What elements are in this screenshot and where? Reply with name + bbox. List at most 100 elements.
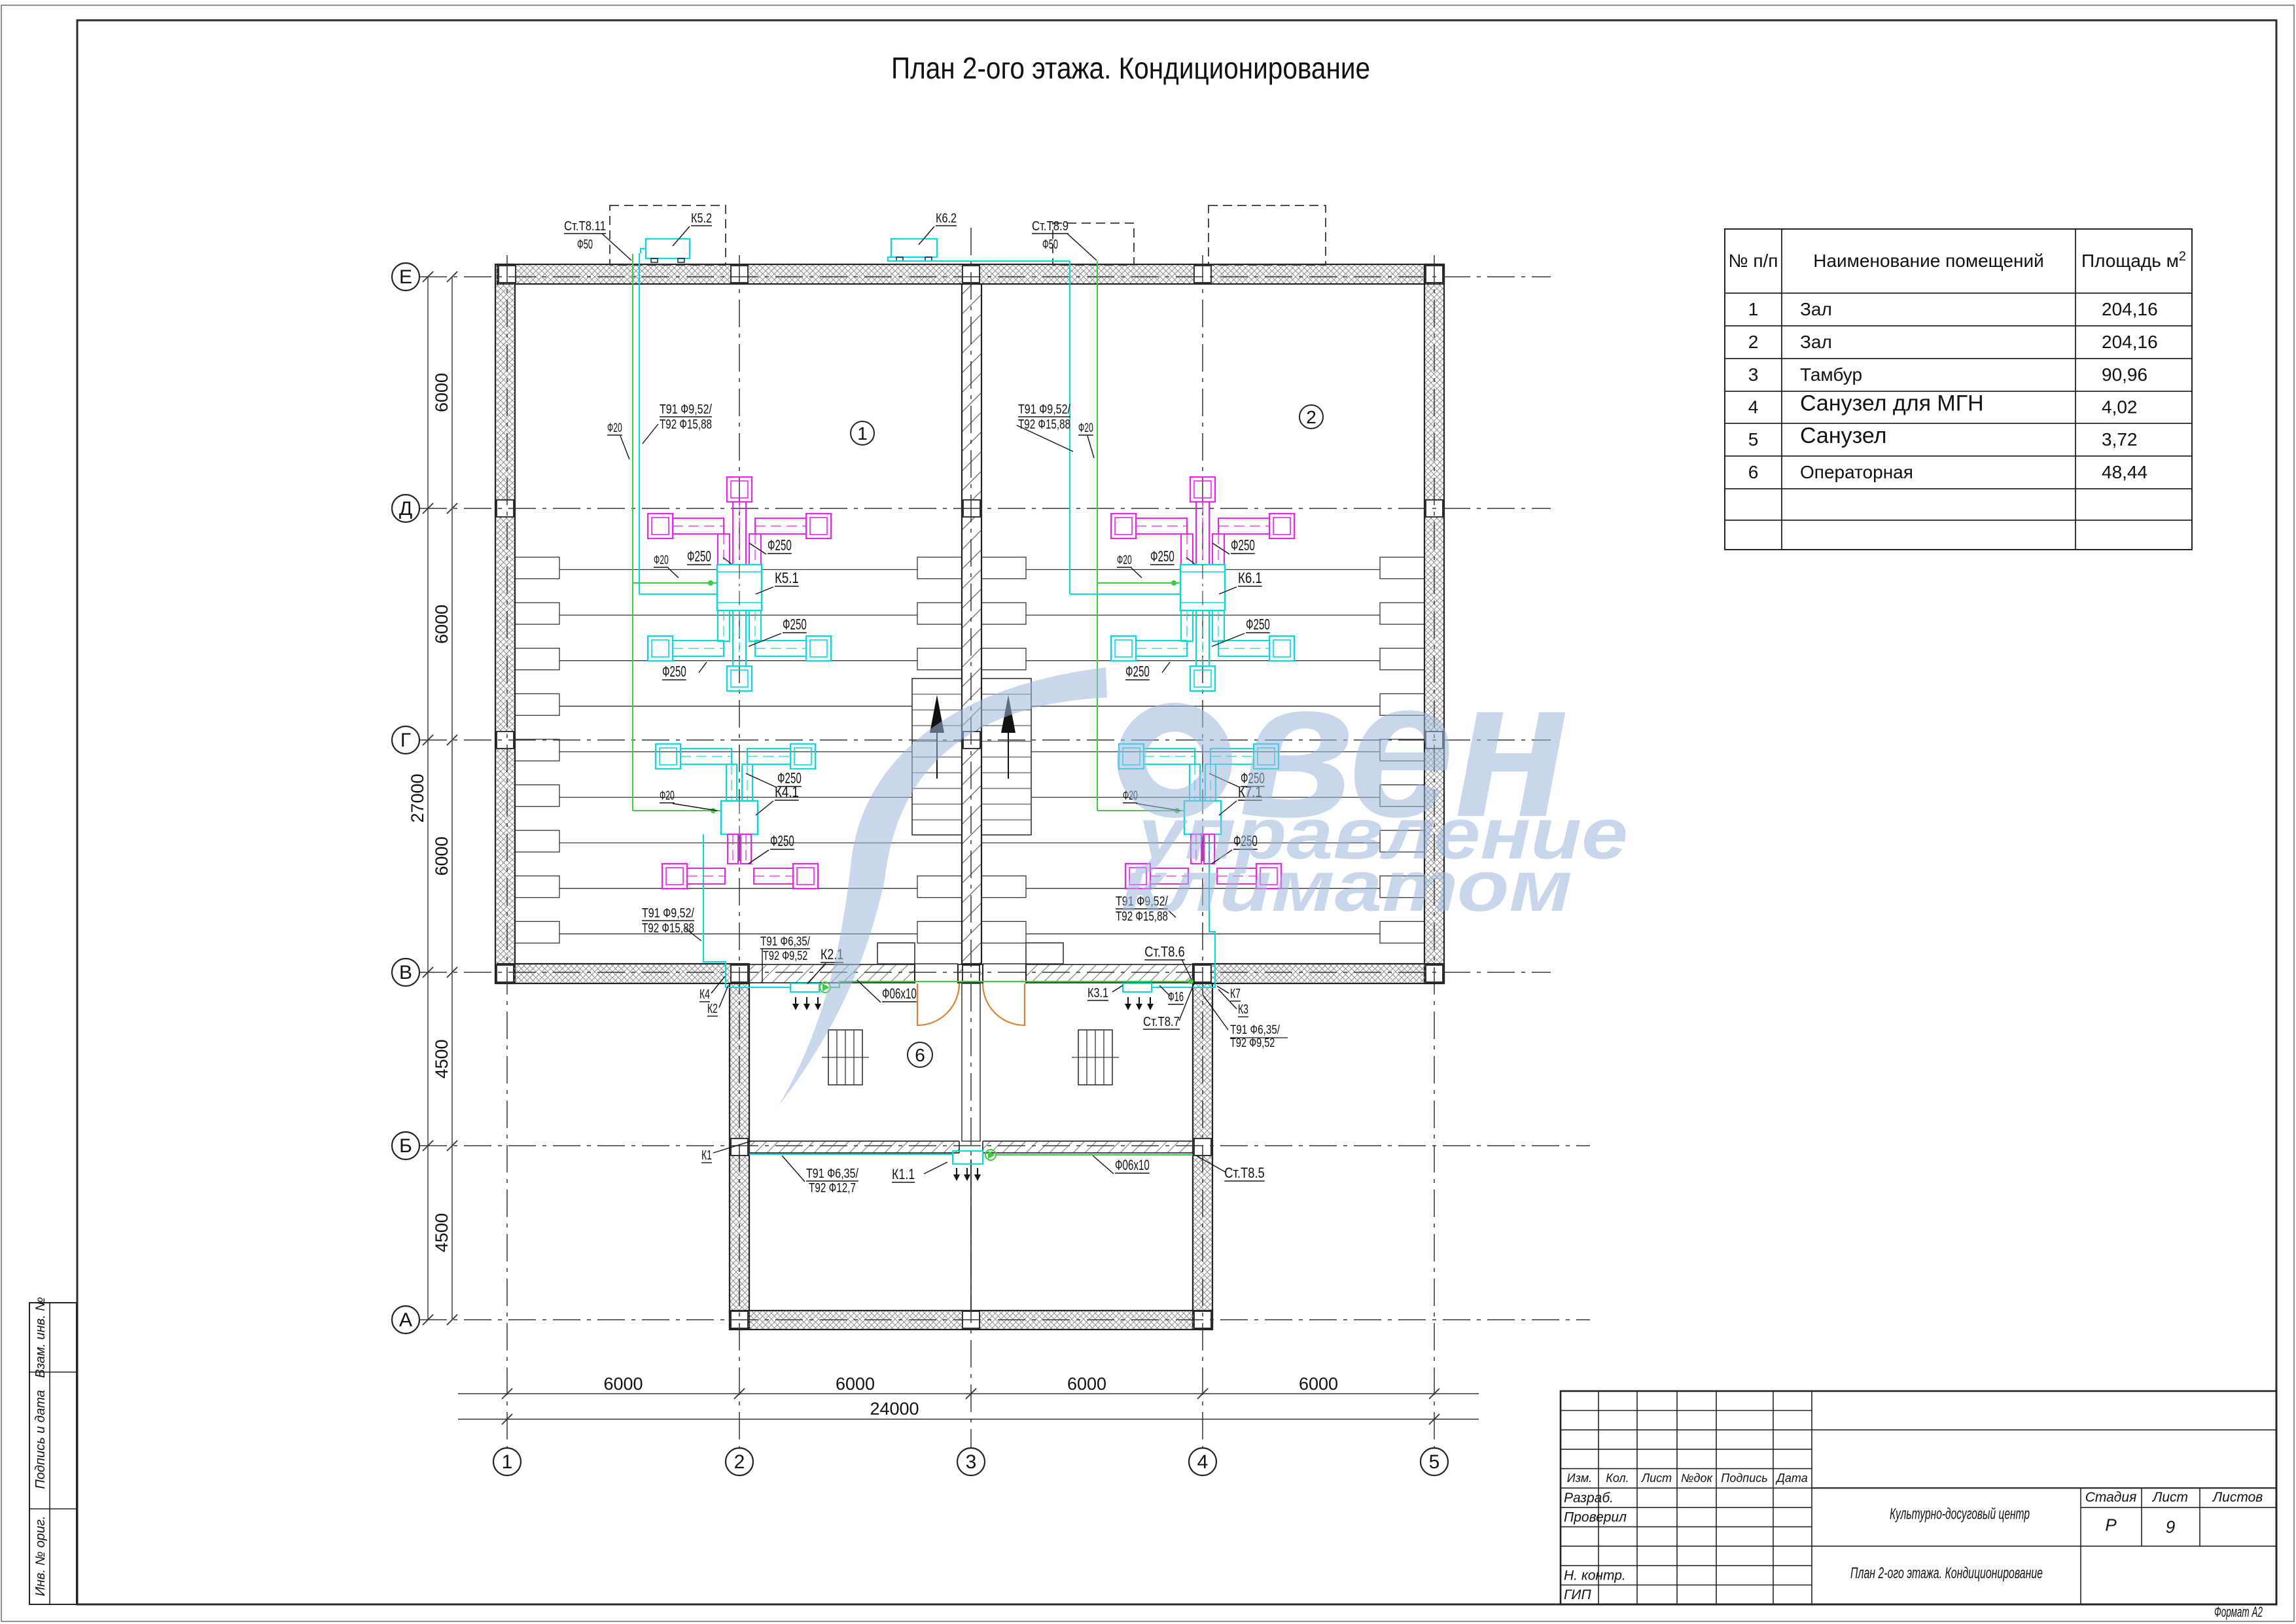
svg-text:К2: К2 [707,1002,718,1016]
svg-text:Т92 Ф15,88: Т92 Ф15,88 [660,417,712,432]
svg-text:К6.1: К6.1 [1238,569,1262,586]
svg-text:Взам. инв. №: Взам. инв. № [33,1297,48,1378]
svg-text:Р: Р [2105,1515,2117,1534]
svg-text:6000: 6000 [836,1374,875,1394]
svg-text:Ф250: Ф250 [768,537,792,554]
svg-text:Ф20: Ф20 [654,554,669,567]
svg-text:управление: управление [1135,794,1628,874]
svg-text:Наименование помещений: Наименование помещений [1813,251,2043,271]
svg-text:К5.2: К5.2 [691,211,712,226]
svg-text:В: В [399,962,412,983]
svg-text:Ф50: Ф50 [577,238,593,252]
svg-text:Санузел для МГН: Санузел для МГН [1800,391,1984,416]
svg-text:К1.1: К1.1 [892,1166,915,1182]
svg-text:Ф50: Ф50 [1042,238,1058,252]
svg-text:Ф250: Ф250 [662,663,686,680]
svg-text:Площадь м2: Площадь м2 [2081,249,2186,271]
svg-text:Ф16: Ф16 [1168,990,1184,1004]
svg-text:6000: 6000 [432,836,451,875]
svg-text:Стадия: Стадия [2085,1490,2137,1505]
svg-text:Т92 Ф15,88: Т92 Ф15,88 [642,921,694,936]
svg-text:48,44: 48,44 [2102,462,2147,482]
svg-text:Лист: Лист [2151,1490,2188,1505]
svg-text:климатом: климатом [1121,846,1572,927]
svg-text:6: 6 [915,1045,925,1065]
svg-text:Операторная: Операторная [1800,462,1913,482]
svg-text:Ф250: Ф250 [1231,537,1255,554]
svg-text:Т92 Ф15,88: Т92 Ф15,88 [1116,909,1168,924]
svg-text:1: 1 [857,423,868,444]
svg-text:К3: К3 [1238,1002,1248,1017]
svg-text:Е: Е [399,266,412,288]
svg-text:6000: 6000 [1067,1374,1106,1394]
svg-text:Т91 Ф9,52/: Т91 Ф9,52/ [1116,894,1168,909]
svg-text:Зал: Зал [1800,299,1832,319]
svg-text:Н. контр.: Н. контр. [1564,1568,1626,1583]
svg-text:4: 4 [1748,397,1759,417]
svg-text:5: 5 [1748,429,1759,450]
svg-text:Т92 Ф15,88: Т92 Ф15,88 [1018,417,1070,432]
svg-text:Т92 Ф9,52: Т92 Ф9,52 [763,949,807,963]
svg-text:ГИП: ГИП [1564,1587,1591,1602]
svg-text:Б: Б [399,1135,412,1157]
svg-text:К4.1: К4.1 [775,783,799,800]
svg-text:К5.1: К5.1 [775,569,799,586]
svg-text:2: 2 [1748,332,1759,352]
svg-text:27000: 27000 [408,773,427,822]
svg-text:4: 4 [1197,1451,1209,1473]
svg-text:Ст.Т8.6: Ст.Т8.6 [1144,944,1185,960]
svg-text:Д: Д [399,498,412,520]
svg-text:К1: К1 [701,1148,712,1163]
svg-text:Ф250: Ф250 [777,769,802,786]
svg-text:Подпись: Подпись [1721,1472,1767,1485]
svg-text:Зал: Зал [1800,332,1832,352]
svg-text:9: 9 [2166,1517,2175,1536]
svg-text:№ п/п: № п/п [1729,251,1778,271]
svg-text:Ф250: Ф250 [1150,548,1174,565]
svg-text:Ф250: Ф250 [770,832,794,849]
svg-text:Формат А2: Формат А2 [2214,1604,2263,1620]
svg-text:К7: К7 [1230,987,1241,1001]
svg-text:Ф250: Ф250 [1241,769,1265,786]
svg-text:6000: 6000 [432,605,451,644]
svg-text:1: 1 [502,1451,513,1473]
svg-text:2: 2 [734,1451,745,1473]
svg-text:Проверил: Проверил [1564,1509,1627,1525]
svg-text:Ст.Т8.9: Ст.Т8.9 [1032,219,1069,234]
svg-text:Ф06х10: Ф06х10 [882,985,917,1002]
svg-text:Т91 Ф6,35/: Т91 Ф6,35/ [1230,1023,1280,1037]
svg-text:6: 6 [1748,462,1759,482]
svg-text:90,96: 90,96 [2102,364,2147,385]
svg-text:Подпись и дата: Подпись и дата [33,1390,48,1489]
svg-text:Ф20: Ф20 [1117,554,1132,567]
svg-text:2: 2 [1306,407,1316,427]
svg-text:Ф20: Ф20 [607,421,622,435]
svg-text:Ст.Т8.11: Ст.Т8.11 [564,219,606,234]
svg-text:4500: 4500 [432,1039,451,1078]
svg-text:Т91 Ф9,52/: Т91 Ф9,52/ [642,906,694,921]
svg-text:3: 3 [1748,364,1759,385]
svg-text:Разраб.: Разраб. [1564,1491,1614,1506]
svg-text:Инв. № ориг.: Инв. № ориг. [33,1516,48,1597]
svg-text:3,72: 3,72 [2102,429,2138,450]
svg-text:Ф250: Ф250 [687,548,711,565]
svg-text:Т92 Ф9,52: Т92 Ф9,52 [1230,1036,1275,1050]
svg-text:План 2-ого этажа. Кондициониро: План 2-ого этажа. Кондиционирование [1850,1564,2043,1582]
svg-text:Лист: Лист [1641,1472,1672,1485]
svg-text:6000: 6000 [432,373,451,412]
svg-text:Изм.: Изм. [1567,1472,1592,1485]
svg-text:Ф250: Ф250 [1246,616,1270,633]
svg-text:24000: 24000 [870,1399,919,1419]
svg-text:Т91 Ф9,52/: Т91 Ф9,52/ [1018,402,1070,417]
svg-text:№док: №док [1681,1472,1713,1485]
svg-text:Т92 Ф12,7: Т92 Ф12,7 [809,1181,856,1195]
svg-text:204,16: 204,16 [2102,299,2158,319]
svg-text:К6.2: К6.2 [936,211,957,226]
svg-text:Т91 Ф6,35/: Т91 Ф6,35/ [806,1167,858,1181]
svg-text:вен: вен [1239,638,1569,858]
svg-text:Ф20: Ф20 [660,789,675,803]
svg-text:6000: 6000 [1299,1374,1338,1394]
svg-text:4,02: 4,02 [2102,397,2138,417]
svg-text:Г: Г [400,730,411,751]
svg-text:6000: 6000 [603,1374,643,1394]
